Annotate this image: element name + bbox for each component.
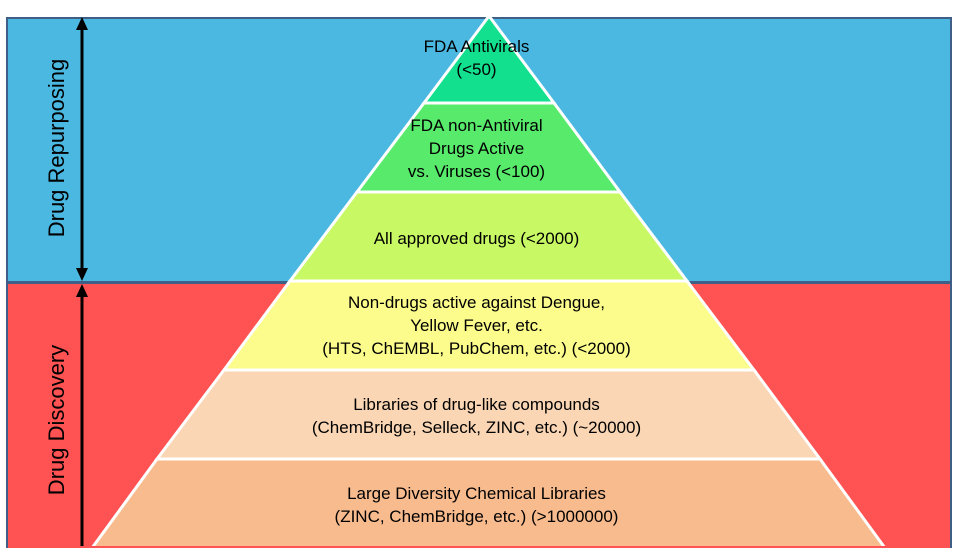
tier-4-line-2: Yellow Fever, etc.: [410, 316, 543, 335]
tier-2-line-3: vs. Viruses (<100): [407, 162, 546, 181]
tier-5-line-1: Libraries of drug-like compounds: [353, 395, 600, 414]
tier-2-label: FDA non-Antiviral Drugs Active vs. Virus…: [0, 114, 953, 183]
discovery-arrow-head-top: [76, 284, 88, 297]
tier-2-line-1: FDA non-Antiviral: [410, 116, 543, 135]
tier-4-line-3: (HTS, ChEMBL, PubChem, etc.) (<2000): [322, 339, 631, 358]
tier-1-label: FDA Antivirals (<50): [0, 35, 953, 81]
repurposing-arrow-head-top: [76, 17, 88, 30]
tier-6-label: Large Diversity Chemical Libraries (ZINC…: [0, 482, 953, 528]
tier-6-shape: [91, 457, 886, 546]
tier-6-line-2: (ZINC, ChemBridge, etc.) (>1000000): [334, 507, 619, 526]
tier-6-line-1: Large Diversity Chemical Libraries: [347, 484, 606, 503]
tier-1-line-2: (<50): [456, 60, 497, 79]
tier-5-line-2: (ChemBridge, Selleck, ZINC, etc.) (~2000…: [311, 418, 642, 437]
tier-5-label: Libraries of drug-like compounds (ChemBr…: [0, 393, 953, 439]
tier-3-label: All approved drugs (<2000): [0, 227, 953, 250]
repurposing-arrow-head-bottom: [76, 268, 88, 281]
tier-3-line-1: All approved drugs (<2000): [373, 229, 580, 248]
tier-4-label: Non-drugs active against Dengue, Yellow …: [0, 291, 953, 360]
tier-4-line-1: Non-drugs active against Dengue,: [347, 293, 606, 312]
tier-2-line-2: Drugs Active: [428, 139, 525, 158]
tier-1-line-1: FDA Antivirals: [423, 37, 530, 56]
